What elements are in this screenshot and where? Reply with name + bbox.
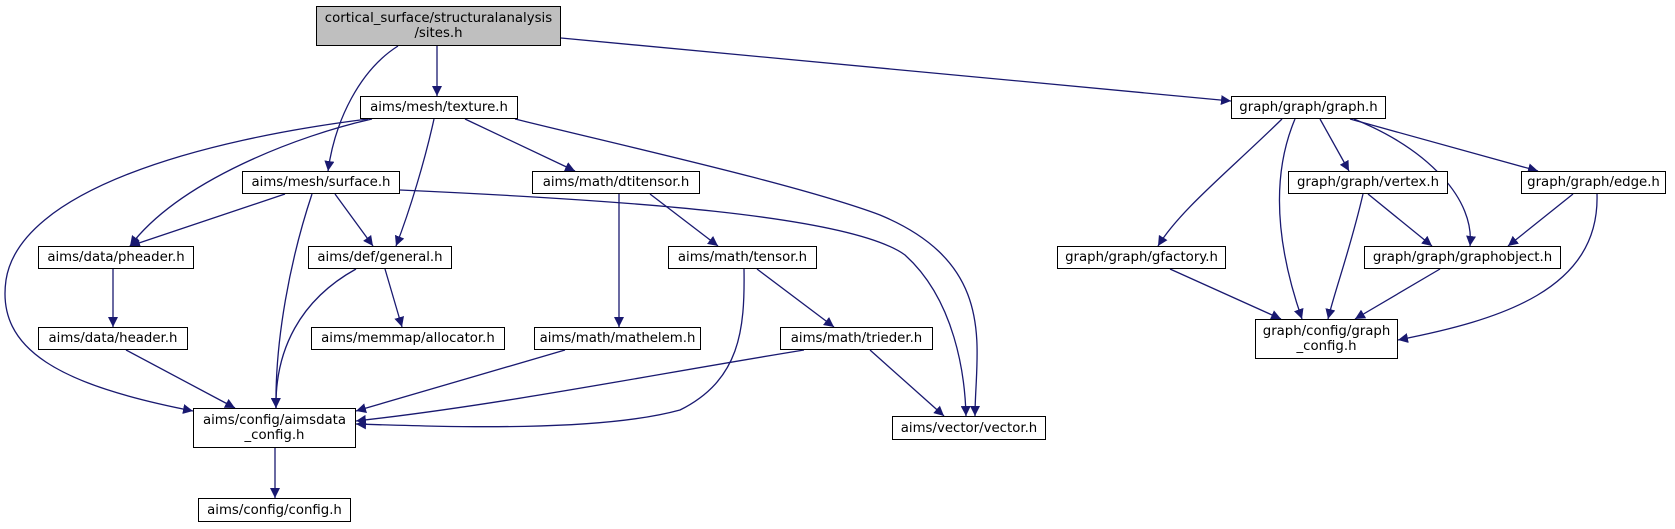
- node-trieder-h[interactable]: aims/math/trieder.h: [780, 327, 933, 350]
- edge-sites-to-graph: [560, 37, 1232, 106]
- edge-mathelem-to-aimsdata: [355, 349, 566, 413]
- node-surface-h[interactable]: aims/mesh/surface.h: [242, 171, 400, 194]
- edge-graph-to-graphconfig: [1278, 118, 1304, 320]
- node-graph-config-h[interactable]: graph/config/graph _config.h: [1255, 319, 1398, 359]
- node-allocator-h[interactable]: aims/memmap/allocator.h: [311, 327, 505, 350]
- edge-surface-to-pheader: [129, 193, 286, 248]
- edge-tensor-to-trieder: [756, 268, 835, 328]
- node-aimsdata-config-h[interactable]: aims/config/aimsdata _config.h: [193, 408, 356, 448]
- node-vector-h[interactable]: aims/vector/vector.h: [892, 416, 1046, 440]
- edge-graph-to-vertex: [1319, 118, 1350, 172]
- edge-general-to-aimsdata: [270, 268, 357, 409]
- node-header-h[interactable]: aims/data/header.h: [38, 327, 188, 350]
- node-mathelem-h[interactable]: aims/math/mathelem.h: [534, 327, 701, 350]
- node-tensor-h[interactable]: aims/math/tensor.h: [668, 246, 817, 269]
- node-sites-h[interactable]: cortical_surface/structuralanalysis /sit…: [316, 6, 561, 46]
- edge-graph-to-gfactory: [1157, 118, 1283, 247]
- node-dtitensor-h[interactable]: aims/math/dtitensor.h: [532, 171, 700, 194]
- node-pheader-h[interactable]: aims/data/pheader.h: [38, 246, 194, 269]
- edge-texture-to-vector: [514, 118, 981, 417]
- node-graphobject-h[interactable]: graph/graph/graphobject.h: [1364, 246, 1561, 269]
- edge-texture-to-dtitensor: [464, 118, 576, 172]
- edge-edge-to-graphobject: [1507, 193, 1574, 247]
- edge-sites-to-surface: [324, 45, 399, 172]
- node-general-h[interactable]: aims/def/general.h: [308, 246, 452, 269]
- edge-texture-to-general: [394, 118, 435, 247]
- edge-gfactory-to-graphconfig: [1169, 268, 1282, 320]
- edge-surface-to-general: [334, 193, 374, 247]
- edge-graph-to-edge: [1349, 118, 1539, 174]
- edge-texture-to-pheader: [129, 118, 373, 247]
- edge-surface-to-aimsdata: [270, 193, 313, 409]
- node-vertex-h[interactable]: graph/graph/vertex.h: [1288, 171, 1448, 194]
- edge-graphobject-to-graphconfig: [1354, 268, 1441, 320]
- edge-trieder-to-aimsdata: [355, 349, 805, 425]
- edge-vertex-to-graphconfig: [1325, 193, 1364, 320]
- edge-surface-to-vector: [399, 189, 971, 417]
- edge-dtitensor-to-tensor: [649, 193, 719, 247]
- node-graph-h[interactable]: graph/graph/graph.h: [1231, 96, 1386, 119]
- edge-trieder-to-vector: [869, 349, 945, 417]
- node-edge-h[interactable]: graph/graph/edge.h: [1521, 171, 1666, 194]
- edge-texture-to-aimsdata: [4, 118, 369, 414]
- node-config-h[interactable]: aims/config/config.h: [198, 498, 351, 522]
- node-gfactory-h[interactable]: graph/graph/gfactory.h: [1057, 246, 1226, 269]
- edge-vertex-to-graphobject: [1367, 193, 1433, 247]
- node-texture-h[interactable]: aims/mesh/texture.h: [360, 96, 518, 119]
- edge-edge-to-graphconfig: [1397, 193, 1598, 343]
- edge-header-to-aimsdata: [125, 349, 236, 409]
- edge-tensor-to-aimsdata: [355, 268, 745, 430]
- edge-general-to-allocator: [384, 268, 404, 328]
